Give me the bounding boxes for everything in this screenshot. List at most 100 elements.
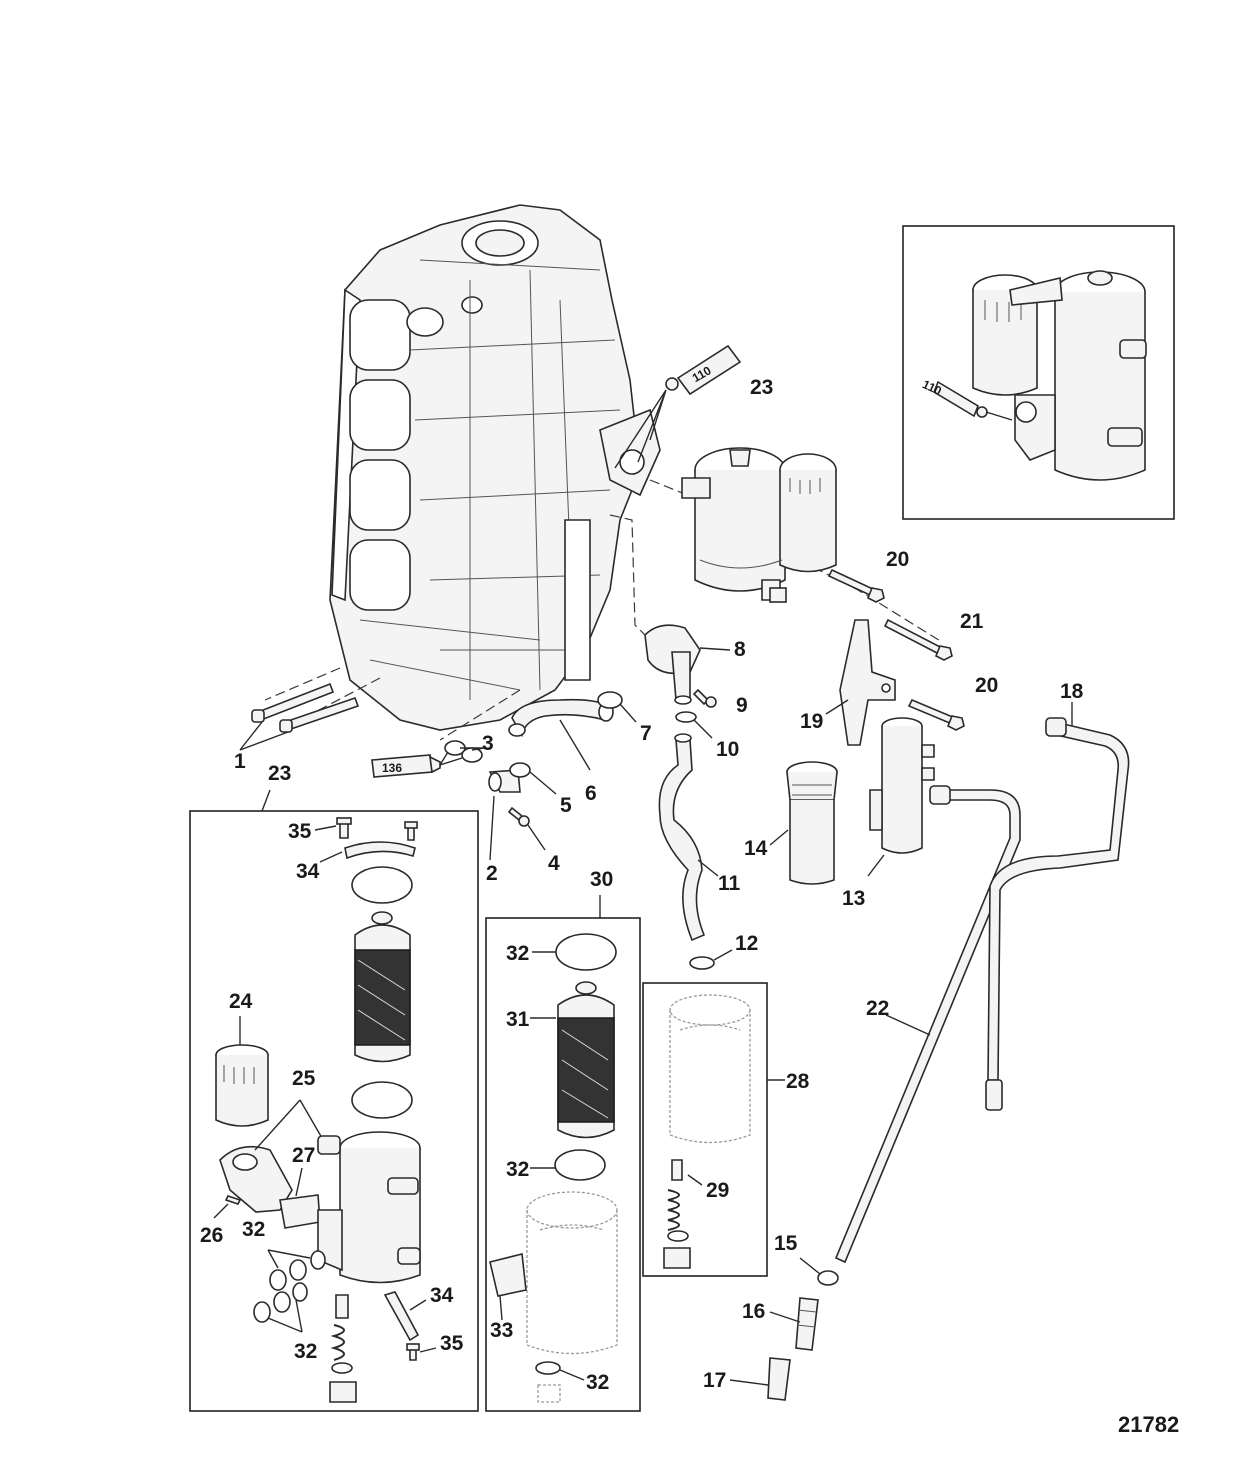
callout-22: 22 — [866, 997, 889, 1020]
callout-5: 5 — [560, 794, 572, 817]
kit-box-30 — [485, 917, 641, 1412]
callout-11: 11 — [718, 872, 741, 895]
part-34-strap-lower — [383, 1291, 427, 1342]
part-8-fitting — [644, 624, 731, 705]
callout-35-lower: 35 — [440, 1332, 464, 1355]
engine-block — [329, 204, 661, 731]
callout-9: 9 — [736, 694, 748, 717]
sealant-tube-110: 110 — [614, 344, 742, 469]
part-33-gasket — [489, 1253, 527, 1321]
part-19-bracket — [825, 619, 896, 746]
part-25-filter-head — [219, 1099, 323, 1213]
callout-23-box: 23 — [268, 762, 291, 785]
callout-12: 12 — [735, 932, 758, 955]
part-5-clamp — [509, 762, 557, 795]
callout-2: 2 — [486, 862, 498, 885]
callout-1: 1 — [234, 750, 246, 773]
callout-6: 6 — [585, 782, 597, 805]
part-12-oring — [689, 949, 733, 970]
callout-18: 18 — [1060, 680, 1084, 703]
part-15-clamp — [799, 1257, 839, 1286]
callout-30: 30 — [590, 868, 613, 891]
callout-27: 27 — [292, 1144, 315, 1167]
part-17-nozzle — [729, 1357, 791, 1401]
kit-box-28 — [642, 982, 768, 1277]
callout-4: 4 — [548, 852, 560, 875]
part-filter-element-left — [354, 911, 411, 1063]
part-35-screw-upper — [314, 817, 418, 841]
callout-21: 21 — [960, 610, 984, 633]
callout-32-mid-bottom: 32 — [586, 1371, 609, 1394]
kit-box-23 — [189, 810, 479, 1412]
callout-29: 29 — [706, 1179, 729, 1202]
callout-32-left-lower: 32 — [294, 1340, 317, 1363]
part-32-oring-mid-left — [351, 1081, 413, 1119]
callout-7: 7 — [640, 722, 652, 745]
detail-inset-frame — [902, 225, 1175, 520]
callout-14: 14 — [744, 837, 768, 860]
callout-25: 25 — [292, 1067, 316, 1090]
part-1-bolts — [239, 682, 360, 751]
part-10-oring — [675, 711, 713, 739]
part-9-screw — [692, 688, 717, 708]
part-valve-spring-right — [663, 1189, 691, 1269]
part-3-orings — [444, 740, 485, 763]
part-24-oil-filter — [215, 1016, 269, 1127]
callout-34-lower: 34 — [430, 1284, 454, 1307]
part-32-oring-mid-mid — [530, 1149, 606, 1181]
part-26-screw — [213, 1195, 242, 1219]
part-7-clamp — [597, 691, 637, 723]
figure-number: 21782 — [1118, 1412, 1179, 1437]
part-11-hose — [658, 733, 719, 942]
callout-13: 13 — [842, 887, 865, 910]
part-23-fuel-filter-assembly — [681, 447, 837, 603]
part-22-fuel-line — [834, 785, 1021, 1264]
callout-15: 15 — [774, 1232, 798, 1255]
part-31-filter-element — [530, 981, 615, 1139]
part-20-bolt-lower — [907, 698, 965, 731]
callout-28: 28 — [786, 1070, 810, 1093]
part-filter-housing-left — [317, 1131, 421, 1284]
part-32-oring-bottom-mid — [535, 1361, 585, 1403]
callout-20-upper: 20 — [886, 548, 909, 571]
ghost-housing-right — [669, 994, 751, 1144]
part-18-fuel-line — [985, 702, 1130, 1111]
callout-26: 26 — [200, 1224, 223, 1247]
callout-23-top: 23 — [750, 376, 773, 399]
part-32-oring-top-mid — [532, 933, 617, 971]
callout-3: 3 — [482, 732, 494, 755]
callout-32-left-upper: 32 — [242, 1218, 265, 1241]
part-32-orings-left-group — [253, 1249, 326, 1333]
callout-8: 8 — [734, 638, 746, 661]
svg-text:136: 136 — [382, 761, 402, 775]
part-4-screw — [507, 806, 546, 851]
callout-35-upper: 35 — [288, 820, 312, 843]
callout-31: 31 — [506, 1008, 530, 1031]
callout-10: 10 — [716, 738, 739, 761]
ghost-housing-mid — [526, 1191, 618, 1355]
part-14-filter-element — [769, 761, 838, 885]
part-35-screw-lower — [406, 1343, 437, 1361]
part-13-filter-housing — [867, 717, 935, 877]
callout-33: 33 — [490, 1319, 513, 1342]
detail-inset-filter-assembly: 110 — [920, 270, 1147, 481]
callout-19: 19 — [800, 710, 823, 733]
part-32-oring-top-left — [351, 866, 413, 904]
callout-34-upper: 34 — [296, 860, 320, 883]
part-27-gasket — [279, 1167, 321, 1229]
part-6-hose — [508, 698, 614, 771]
part-34-strap-upper — [319, 841, 416, 863]
part-16-connector — [769, 1297, 819, 1351]
part-valve-spring-left — [329, 1294, 357, 1403]
callout-20-lower: 20 — [975, 674, 998, 697]
callout-16: 16 — [742, 1300, 765, 1323]
callout-24: 24 — [229, 990, 253, 1013]
part-20-bolt-upper — [827, 568, 885, 603]
callout-32-mid-top: 32 — [506, 942, 529, 965]
part-21-bolt — [883, 618, 953, 661]
callout-17: 17 — [703, 1369, 726, 1392]
callout-labels: 1 2 3 4 5 6 7 8 9 10 11 12 13 14 15 16 1… — [200, 376, 1084, 1394]
callout-32-mid-lower: 32 — [506, 1158, 529, 1181]
part-29-valve — [671, 1159, 703, 1186]
